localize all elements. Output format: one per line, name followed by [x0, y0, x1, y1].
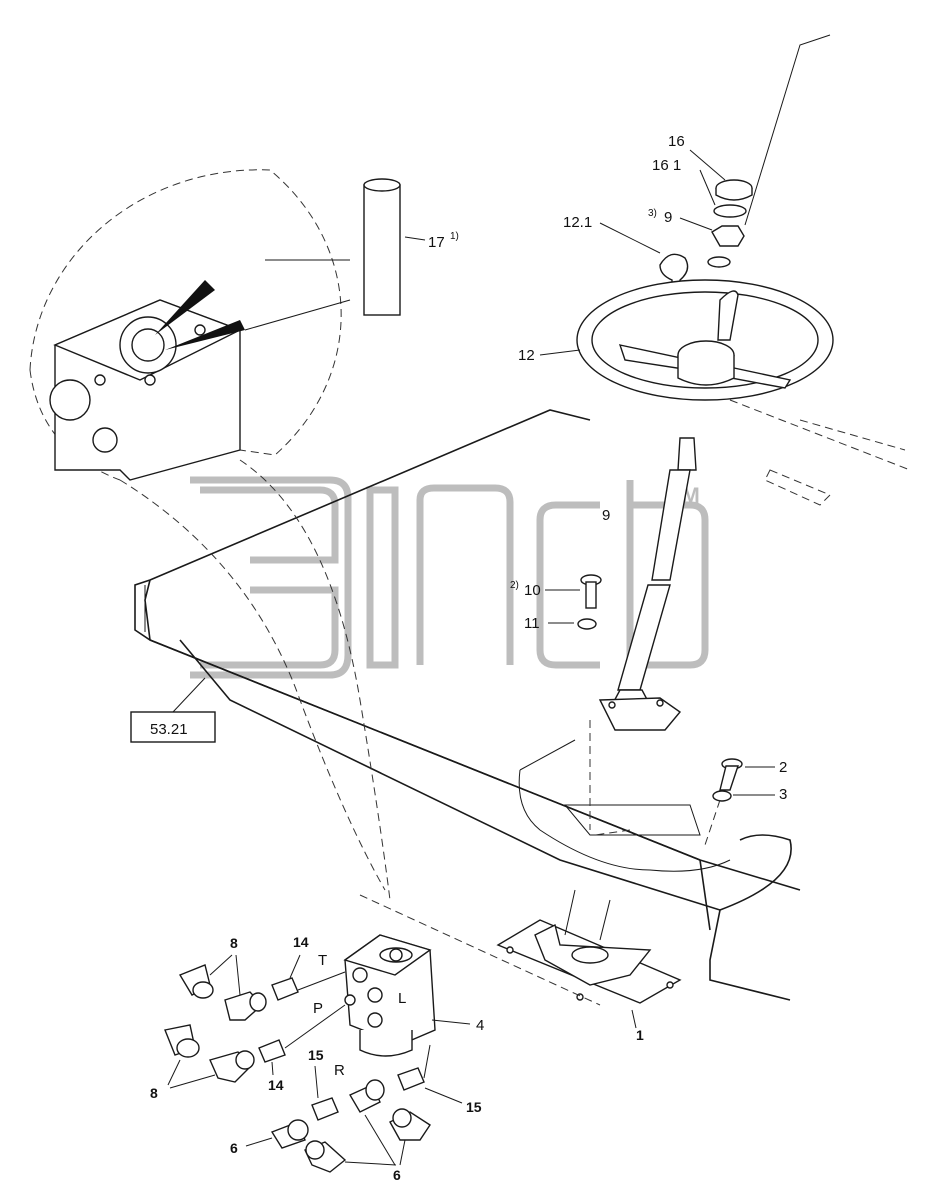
- callout-8-top: 8: [230, 935, 238, 951]
- callout-14-top: 14: [293, 934, 309, 950]
- port-label-l: L: [398, 990, 406, 1007]
- part-8-elbow-fittings: [164, 964, 267, 1083]
- callout-10-note: 2): [510, 580, 519, 591]
- part-9-steering-column: [598, 437, 697, 731]
- part-1-mounting-plate: [496, 919, 682, 1004]
- callout-16: 16: [668, 133, 685, 150]
- part-6-elbow-fittings: [270, 1079, 431, 1173]
- detail-magnifier: [29, 169, 351, 481]
- reference-label: 53.21: [150, 721, 188, 738]
- part-15-adapters: [311, 1067, 425, 1121]
- part-2-bolt: [719, 758, 743, 791]
- callout-6-bottom: 6: [393, 1167, 401, 1182]
- detail-projection-line-1: [239, 459, 391, 901]
- part-10-bolt: [580, 574, 602, 609]
- callout-10: 10: [524, 582, 541, 599]
- part-3-washer: [712, 790, 732, 802]
- part-11-washer: [577, 618, 597, 630]
- callout-12-1: 12.1: [563, 214, 592, 231]
- part-9-nut: [707, 225, 745, 268]
- callout-4: 4: [476, 1017, 484, 1034]
- part-12-steering-wheel: [576, 279, 834, 401]
- part-14-adapters: [258, 977, 299, 1063]
- steering-axis-line: [744, 34, 831, 226]
- callout-15-right: 15: [466, 1099, 482, 1115]
- part-16-cap: [715, 179, 753, 201]
- callout-11: 11: [524, 615, 540, 632]
- port-label-p: P: [313, 1000, 323, 1017]
- callout-6-left: 6: [230, 1140, 238, 1156]
- callout-2: 2: [779, 759, 787, 776]
- part-16-1-ring: [713, 204, 747, 218]
- part-4-steering-valve: [343, 934, 436, 1057]
- part-12-1-knob: [659, 253, 689, 291]
- callout-3: 3: [779, 786, 787, 803]
- part-17-pin: [363, 178, 426, 316]
- callout-9-shaft: 9: [602, 507, 610, 524]
- reference-box-53-21: 53.21: [130, 677, 216, 743]
- callout-16-1: 16 1: [652, 157, 681, 174]
- callout-12: 12: [518, 347, 535, 364]
- callout-15-left: 15: [308, 1047, 324, 1063]
- callout-17-note: 1): [450, 231, 459, 242]
- callout-1: 1: [636, 1027, 644, 1043]
- port-label-t: T: [318, 952, 327, 969]
- tractor-body-frame: [134, 409, 801, 1001]
- callout-9-nut: 9: [664, 209, 672, 226]
- callout-9-nut-note: 3): [648, 208, 657, 219]
- watermark-logo: TM: [190, 476, 709, 679]
- port-label-r: R: [334, 1062, 345, 1079]
- detail-projection-line-2: [119, 479, 386, 891]
- callout-17: 17: [428, 234, 445, 251]
- callout-14-bottom: 14: [268, 1077, 284, 1093]
- callout-8-bottom: 8: [150, 1085, 158, 1101]
